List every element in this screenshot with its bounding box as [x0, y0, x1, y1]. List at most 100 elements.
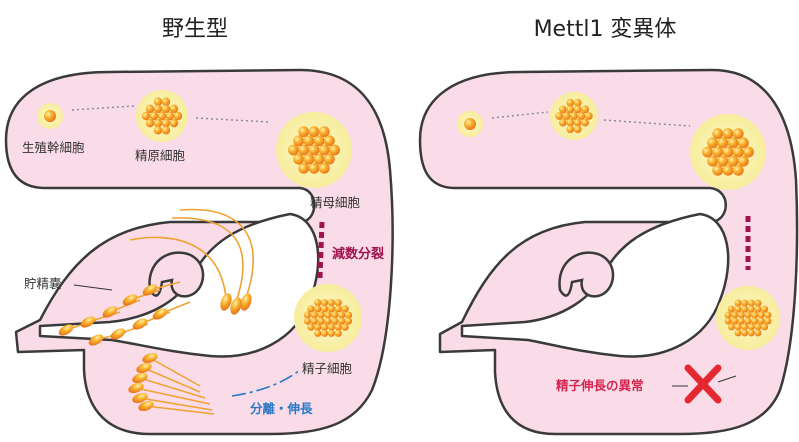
- cell: [733, 165, 744, 176]
- left-panel-title: 野生型: [162, 17, 228, 42]
- cell: [761, 306, 768, 313]
- cell: [728, 306, 735, 313]
- cell: [731, 317, 738, 324]
- cell: [741, 306, 748, 313]
- cell: [566, 125, 574, 133]
- cell: [717, 137, 728, 148]
- cell: [314, 305, 321, 312]
- cell: [154, 105, 162, 113]
- cell: [309, 163, 320, 174]
- cell: [725, 317, 732, 324]
- cell: [761, 323, 768, 330]
- cell: [342, 305, 349, 312]
- cell: [741, 329, 748, 336]
- cell: [707, 156, 718, 167]
- cell: [319, 145, 330, 156]
- cell: [309, 126, 320, 137]
- right-panel-title: Mettl1 変異体: [534, 17, 677, 42]
- right-panel: 精子伸長の異常: [420, 70, 797, 434]
- cell: [751, 317, 758, 324]
- label-abnormal-elongation: 精子伸長の異常: [556, 378, 644, 393]
- cell: [735, 329, 742, 336]
- cell: [142, 112, 150, 120]
- cell: [314, 330, 321, 337]
- cell: [319, 163, 330, 174]
- label-differentiation: 分離・伸長: [250, 401, 313, 416]
- cell: [304, 317, 311, 324]
- cell: [738, 137, 749, 148]
- cell: [335, 330, 342, 337]
- cell: [566, 99, 574, 107]
- cell: [559, 119, 567, 127]
- cell: [578, 112, 586, 120]
- cell: [712, 147, 723, 158]
- cell: [555, 112, 563, 120]
- label-spermatid: 精子細胞: [302, 361, 353, 376]
- cell: [318, 317, 325, 324]
- cell: [321, 330, 328, 337]
- cell: [166, 112, 174, 120]
- cell: [559, 105, 567, 113]
- cell: [566, 105, 574, 113]
- cell: [748, 306, 755, 313]
- cell: [309, 145, 320, 156]
- cell: [712, 128, 723, 139]
- label-spermatocyte: 精母細胞: [310, 195, 361, 210]
- cell: [758, 317, 765, 324]
- cell: [329, 145, 340, 156]
- cell: [723, 128, 734, 139]
- cell: [324, 317, 331, 324]
- cell: [563, 112, 571, 120]
- cell: [146, 119, 154, 127]
- cell: [146, 105, 154, 113]
- cell: [342, 324, 349, 331]
- cell: [162, 126, 170, 134]
- label-seminal-vesicle: 貯精嚢: [24, 276, 62, 291]
- cell: [314, 154, 325, 165]
- cell: [712, 165, 723, 176]
- cell: [735, 306, 742, 313]
- cell: [733, 147, 744, 158]
- cell: [702, 147, 713, 158]
- cell: [345, 317, 352, 324]
- cell: [581, 119, 589, 127]
- cell: [764, 317, 771, 324]
- left-panel: 生殖幹細胞 精原細胞 精母細胞 減数分裂 精子細胞 分離・伸長 貯精嚢: [6, 70, 393, 434]
- cell: [154, 126, 162, 134]
- cell: [298, 145, 309, 156]
- cell: [307, 305, 314, 312]
- cell: [574, 99, 582, 107]
- label-meiosis: 減数分裂: [332, 246, 385, 262]
- cell: [738, 317, 745, 324]
- cell: [328, 305, 335, 312]
- cell: [728, 323, 735, 330]
- cell: [324, 154, 335, 165]
- cell: [158, 112, 166, 120]
- cell: [733, 128, 744, 139]
- cell: [324, 135, 335, 146]
- cell: [298, 163, 309, 174]
- cell: [754, 329, 761, 336]
- cell: [707, 137, 718, 148]
- cell: [293, 154, 304, 165]
- cell: [743, 147, 754, 158]
- cell: [162, 105, 170, 113]
- cell: [321, 305, 328, 312]
- cell: [303, 154, 314, 165]
- cell: [728, 137, 739, 148]
- cell: [754, 306, 761, 313]
- cell: [314, 135, 325, 146]
- cell: [717, 156, 728, 167]
- cell: [170, 119, 178, 127]
- stem-cell: [464, 118, 476, 130]
- cell: [331, 317, 338, 324]
- cell: [574, 105, 582, 113]
- cell: [174, 112, 182, 120]
- cell: [723, 165, 734, 176]
- cell: [170, 105, 178, 113]
- cell: [328, 330, 335, 337]
- label-stem-cell: 生殖幹細胞: [22, 140, 85, 155]
- cell: [748, 329, 755, 336]
- cell: [319, 126, 330, 137]
- cell: [585, 112, 593, 120]
